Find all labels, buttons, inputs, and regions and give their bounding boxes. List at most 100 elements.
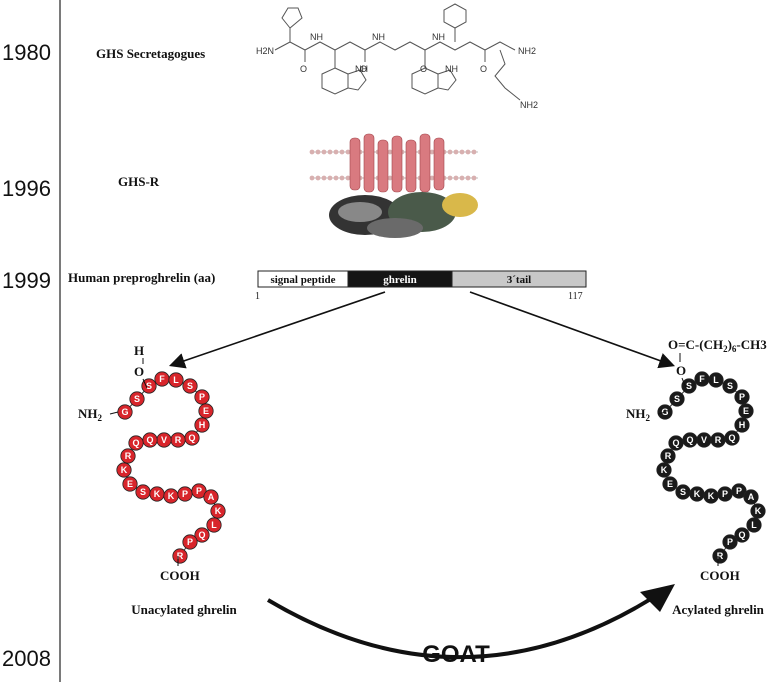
arrow-to-acylated (469, 291, 676, 369)
nterm-right: NH2 (626, 406, 651, 423)
amino-acid-bead (182, 378, 198, 394)
amino-acid-bead (734, 389, 750, 405)
goat-arrow-head (640, 584, 675, 612)
amino-acid-bead (122, 476, 138, 492)
amino-acid-bead (141, 378, 157, 394)
amino-acid-label: K (755, 506, 762, 516)
amino-acid-bead (203, 489, 219, 505)
amino-acid-label: S (680, 487, 686, 497)
amino-acid-bead (662, 476, 678, 492)
label-ghs-r: GHS-R (118, 174, 160, 189)
amino-acid-label: L (713, 375, 719, 385)
amino-acid-label: S (727, 381, 733, 391)
amino-acid-label: S (140, 487, 146, 497)
mol-o-3: O (420, 64, 427, 74)
amino-acid-label: Q (672, 438, 679, 448)
amino-acid-label: P (722, 489, 728, 499)
amino-acid-bead (738, 403, 754, 419)
lipid-head (327, 175, 333, 181)
amino-acid-bead (120, 448, 136, 464)
preproghrelin-bar: signal peptide ghrelin 3´tail 1 117 (255, 270, 587, 302)
amino-acid-label: Q (132, 438, 139, 448)
mol-o-4: O (480, 64, 487, 74)
mol-h2n: H2N (256, 46, 274, 56)
unacylated-labels: H O NH2 COOH Unacylated ghrelin (78, 343, 238, 617)
peptide-backbone (663, 378, 759, 557)
mol-nh-1: NH (310, 32, 323, 42)
lipid-head (321, 149, 327, 155)
amino-acid-bead (116, 462, 132, 478)
amino-acid-label: F (699, 374, 705, 384)
amino-acid-bead (722, 378, 738, 394)
amino-acid-bead (172, 548, 188, 564)
acyl-chain: O=C-(CH2)6-CH3 (668, 337, 767, 354)
amino-acid-label: P (182, 489, 188, 499)
goat-arrow-curve (266, 586, 670, 660)
nterm-left: NH2 (78, 406, 103, 423)
acyl-chain-b: ) (728, 337, 732, 352)
lipid-head (471, 175, 477, 181)
amino-acid-bead (708, 372, 724, 388)
nterm-left-sub: 2 (98, 413, 103, 423)
amino-acid-bead (198, 403, 214, 419)
year-1999: 1999 (2, 268, 51, 293)
lipid-head (345, 149, 351, 155)
amino-acid-label: G (121, 407, 128, 417)
amino-acid-label: F (159, 374, 165, 384)
ghs-r-receptor-structure (309, 133, 478, 238)
mol-nh-5: NH (445, 64, 458, 74)
amino-acid-bead (660, 448, 676, 464)
amino-acid-bead (191, 483, 207, 499)
acyl-chain-a: O=C-(CH (668, 337, 723, 352)
amino-acid-bead (750, 503, 766, 519)
ghs-molecule-structure (274, 3, 521, 101)
mol-o-1: O (300, 64, 307, 74)
g-protein-complex (329, 192, 478, 238)
lipid-head (309, 149, 315, 155)
acylated-labels: O=C-(CH2)6-CH3 O NH2 COOH Acylated ghrel… (626, 337, 767, 617)
amino-acid-label: L (211, 520, 217, 530)
amino-acid-label: Q (198, 530, 205, 540)
amino-acid-label: K (121, 465, 128, 475)
amino-acid-label: Q (686, 435, 693, 445)
amino-acid-bead (206, 517, 222, 533)
lipid-head (321, 175, 327, 181)
amino-acid-label: S (146, 381, 152, 391)
amino-acid-label: A (748, 492, 755, 502)
nterm-right-sub: 2 (646, 413, 651, 423)
amino-acid-bead (746, 517, 762, 533)
amino-acid-label: P (196, 486, 202, 496)
lipid-head (465, 175, 471, 181)
year-1980: 1980 (2, 40, 51, 65)
label-ghs-secretagogues: GHS Secretagogues (96, 46, 205, 61)
lipid-head (309, 175, 315, 181)
amino-acid-bead (731, 483, 747, 499)
nterm-right-nh: NH (626, 406, 646, 421)
amino-acid-bead (734, 527, 750, 543)
amino-acid-bead (129, 391, 145, 407)
amino-acid-bead (669, 391, 685, 407)
amino-acid-bead (194, 389, 210, 405)
amino-acid-label: R (715, 435, 722, 445)
nterm-left-nh: NH (78, 406, 98, 421)
amino-acid-bead (712, 548, 728, 564)
label-preproghrelin: Human preproghrelin (aa) (68, 270, 215, 285)
segment-ghrelin-label: ghrelin (383, 274, 416, 286)
label-acylated: Acylated ghrelin (672, 602, 765, 617)
mol-o-2: O (360, 64, 367, 74)
amino-acid-label: K (661, 465, 668, 475)
amino-acid-label: E (203, 406, 209, 416)
amino-acid-label: P (739, 392, 745, 402)
amino-acid-label: E (743, 406, 749, 416)
mol-nh-2: NH (372, 32, 385, 42)
acyl-chain-sub2: 6 (732, 344, 737, 354)
amino-acid-bead (656, 462, 672, 478)
amino-acid-label: K (168, 491, 175, 501)
amino-acid-bead (722, 534, 738, 550)
bar-start: 1 (255, 291, 260, 302)
year-1996: 1996 (2, 176, 51, 201)
peptide-backbone (123, 378, 219, 557)
